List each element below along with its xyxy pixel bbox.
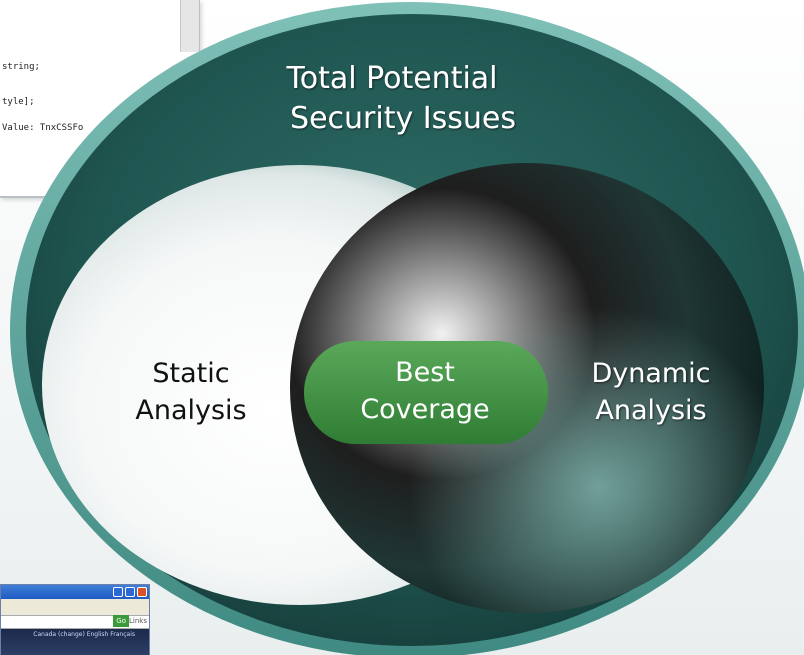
outer-label-line1: Total Potential bbox=[285, 61, 497, 96]
dynamic-label-line2: Analysis bbox=[595, 395, 706, 426]
browser-address-bar bbox=[1, 615, 149, 629]
static-label-line2: Analysis bbox=[135, 395, 246, 426]
best-coverage-label-line2: Coverage bbox=[360, 394, 489, 425]
best-coverage-label-line1: Best bbox=[395, 357, 455, 388]
browser-toolbar bbox=[1, 599, 149, 613]
best-coverage-pill bbox=[304, 341, 548, 444]
code-line: Value: TnxCSSFo bbox=[2, 123, 84, 133]
code-line: string; bbox=[2, 62, 40, 72]
static-label-line1: Static bbox=[152, 358, 229, 389]
maximize-icon bbox=[125, 587, 135, 597]
browser-page-banner bbox=[1, 629, 149, 655]
background-browser-screenshot: Go Links Canada (change) English Françai… bbox=[0, 584, 150, 655]
code-scrollbar bbox=[180, 0, 199, 52]
browser-titlebar bbox=[1, 585, 149, 599]
minimize-icon bbox=[113, 587, 123, 597]
outer-label-line2: Security Issues bbox=[290, 101, 516, 136]
locale-selector-text: Canada (change) English Français bbox=[33, 631, 135, 638]
dynamic-label-line1: Dynamic bbox=[591, 358, 710, 389]
links-label: Links bbox=[129, 617, 147, 625]
code-line: tyle]; bbox=[2, 97, 35, 107]
close-icon bbox=[137, 587, 147, 597]
go-button: Go bbox=[113, 615, 129, 627]
